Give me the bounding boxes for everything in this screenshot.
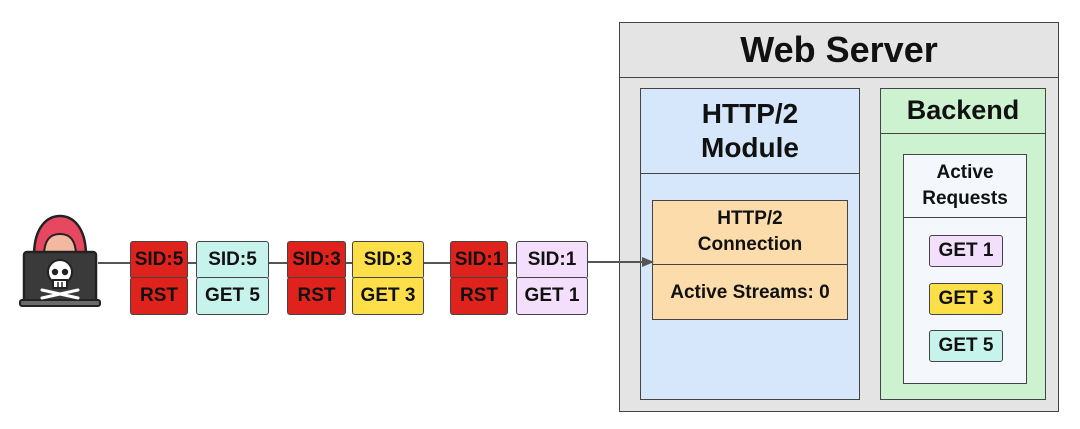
connector-line: [269, 262, 287, 264]
frame-sid3-get3-top: SID:3: [352, 241, 424, 279]
http2-connection-box: [652, 200, 848, 320]
frame-sid1-rst-bottom: RST: [450, 277, 508, 315]
http2-connection-title-line2: Connection: [697, 234, 803, 255]
frame-sid1-get1-top: SID:1: [516, 241, 588, 279]
active-streams-label: Active Streams: 0: [670, 282, 830, 303]
http2-module-title-line1: HTTP/2: [701, 97, 799, 129]
frame-sid5-get5-bottom: GET 5: [196, 277, 269, 315]
backend-title: Backend: [880, 88, 1046, 134]
frame-sid1-rst-top: SID:1: [450, 241, 508, 279]
web-server-title: Web Server: [619, 22, 1059, 78]
http2-connection-title: HTTP/2 Connection: [652, 200, 848, 265]
frame-sid5-get5-top: SID:5: [196, 241, 269, 279]
http2-module-title-line2: Module: [701, 131, 799, 163]
frame-sid1-get1-bottom: GET 1: [516, 277, 588, 315]
http2-connection-title-line1: HTTP/2: [717, 208, 783, 229]
request-get-1: GET 1: [929, 235, 1003, 267]
connector-line: [346, 262, 352, 264]
frame-sid3-rst-top: SID:3: [287, 241, 346, 279]
frame-sid3-get3-bottom: GET 3: [352, 277, 424, 315]
frame-sid5-rst-top: SID:5: [130, 241, 188, 279]
frame-sid3-rst-bottom: RST: [287, 277, 346, 315]
connector-line: [508, 262, 516, 264]
request-get-5: GET 5: [929, 330, 1003, 362]
http2-module-title: HTTP/2 Module: [640, 88, 860, 174]
hacker-skull-icon: [19, 214, 101, 307]
connector-line: [98, 262, 130, 264]
request-get-3: GET 3: [929, 283, 1003, 315]
frame-sid5-rst-bottom: RST: [130, 277, 188, 315]
active-requests-title-line2: Requests: [922, 187, 1008, 209]
connector-line: [424, 262, 450, 264]
active-requests-title: Active Requests: [903, 154, 1027, 218]
arrow-to-connection: [588, 257, 654, 267]
active-requests-title-line1: Active: [936, 161, 994, 183]
connector-line: [188, 262, 196, 264]
